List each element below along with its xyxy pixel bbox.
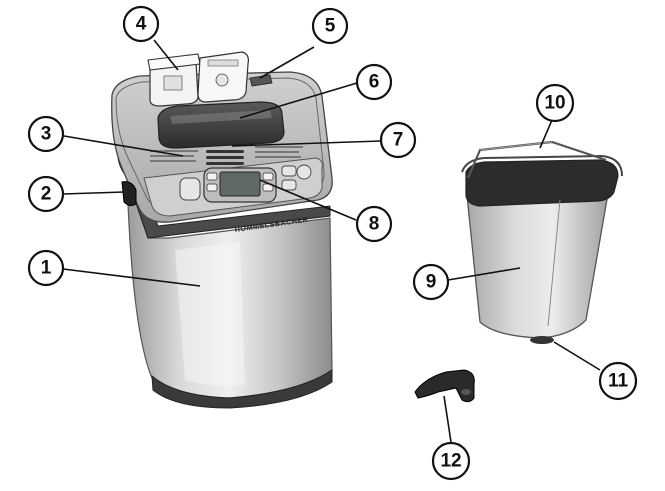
right-buttons [281,164,312,191]
callout-4: 4 [122,5,160,43]
leader-12 [443,395,452,443]
start-stop-button [179,177,201,201]
measuring-cup [147,53,201,107]
leader-4 [153,39,179,71]
callout-2-label: 2 [41,184,52,205]
callout-1-label: 1 [41,258,52,279]
callout-4-label: 4 [136,14,147,35]
callout-11-label: 11 [608,371,629,392]
window-reflection [170,110,272,124]
callout-8: 8 [355,205,393,243]
leader-3 [63,135,184,157]
leader-5 [259,46,315,79]
viewing-window [157,101,285,149]
callout-9-label: 9 [426,272,437,293]
callout-7: 7 [379,121,417,159]
program-list [150,146,303,162]
baking-pan [461,140,623,344]
pan-interior [465,159,619,207]
callout-11: 11 [598,361,638,401]
bread-maker: ROMMELSBACHER [111,51,333,409]
leader-2 [62,191,125,195]
leader-lines [62,39,601,443]
callout-12: 12 [431,441,471,481]
callout-3: 3 [27,115,65,153]
side-release-button [121,181,137,207]
callout-10: 10 [535,83,575,123]
base-band [151,369,333,409]
callout-8-label: 8 [369,214,380,235]
callout-12-label: 12 [440,451,461,472]
callout-7-label: 7 [393,130,404,151]
callout-2: 2 [27,175,65,213]
leader-10 [539,119,553,149]
leader-9 [447,267,521,281]
pan-rim [461,154,623,177]
callout-9: 9 [412,263,450,301]
leader-6 [239,82,358,119]
callout-3-label: 3 [41,124,52,145]
callout-6: 6 [355,63,393,101]
callout-6-label: 6 [369,72,380,93]
leader-1 [62,268,201,287]
steam-vent [206,150,244,165]
callout-1: 1 [27,249,65,287]
lcd-display [219,171,261,197]
callout-5-label: 5 [325,16,336,37]
leader-7 [231,140,382,147]
leader-8 [259,179,357,221]
leader-11 [553,341,601,371]
kneading-hook [414,369,475,403]
measuring-spoon [197,51,249,103]
callout-5: 5 [311,7,349,45]
pan-drive-shaft [530,336,554,344]
callout-10-label: 10 [544,93,565,114]
housing-front-highlight [175,242,245,386]
